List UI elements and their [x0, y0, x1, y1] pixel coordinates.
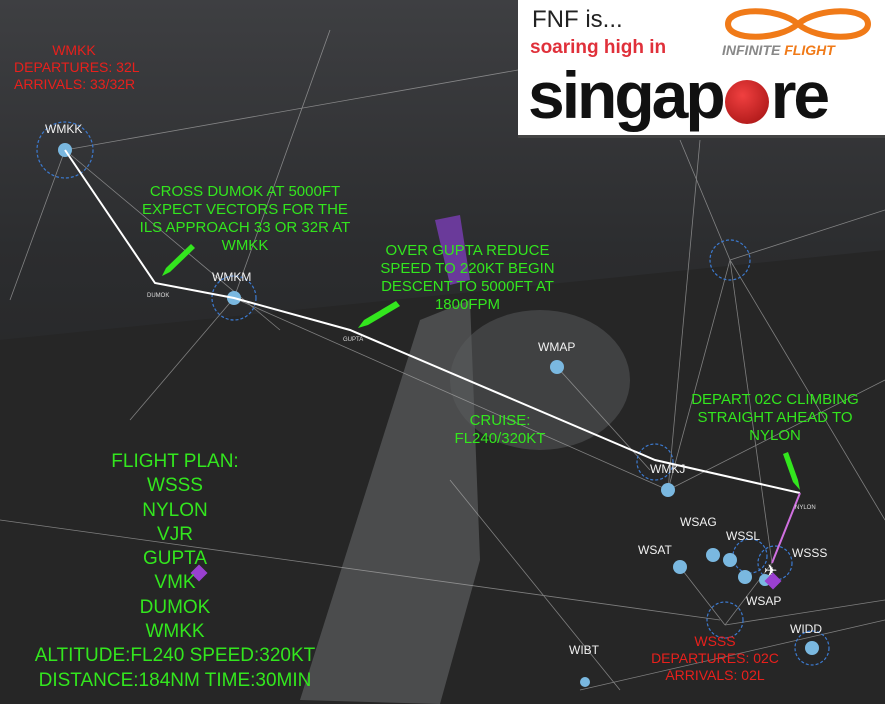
- wsss-info-code: WSSS: [694, 633, 736, 649]
- note-line: ILS APPROACH 33 OR 32R AT: [139, 219, 351, 236]
- flight-plan-waypoint: GUPTA: [142, 548, 208, 570]
- wmkk-arrivals: ARRIVALS: 33/32R: [14, 75, 136, 92]
- airplane-icon[interactable]: ✈: [764, 563, 777, 580]
- fix-label-nylon[interactable]: NYLON: [795, 505, 816, 511]
- route-line: [64, 149, 801, 494]
- fix-label-dumok[interactable]: DUMOK: [147, 293, 170, 299]
- airport-label-wmkm[interactable]: WMKM: [212, 270, 252, 284]
- aircraft-wing: [300, 300, 480, 704]
- waypoint-vmk-marker[interactable]: [190, 564, 208, 582]
- airport-label-wssl[interactable]: WSSL: [726, 529, 761, 543]
- flight-plan-waypoint: VJR: [157, 523, 193, 545]
- airport-label-wsat[interactable]: WSAT: [638, 543, 672, 557]
- airport-label-wsss[interactable]: WSSS: [792, 546, 828, 560]
- note-line: EXPECT VECTORS FOR THE: [142, 201, 348, 218]
- airport-label-wmkk[interactable]: WMKK: [45, 122, 83, 136]
- note-line: FL240/320KT: [454, 430, 546, 447]
- aircraft-position-marker[interactable]: [764, 572, 782, 590]
- aircraft-tail: [435, 215, 470, 285]
- airport-label-wsag[interactable]: WSAG: [680, 515, 717, 529]
- departure-leg: [771, 492, 801, 564]
- airport-label-wmkj[interactable]: WMKJ: [650, 462, 686, 476]
- note-cruise: CRUISE:FL240/320KT: [440, 412, 560, 448]
- flight-plan-waypoint: WMKK: [145, 621, 205, 643]
- note-line: 1800FPM: [434, 296, 501, 313]
- note-line: DESCENT TO 5000FT AT: [381, 278, 554, 295]
- flight-plan-altitude-speed: ALTITUDE:FL240 SPEED:320KT: [34, 645, 316, 667]
- fix-label-gupta[interactable]: GUPTA: [343, 337, 364, 343]
- note-line: OVER GUPTA REDUCE: [385, 242, 550, 259]
- banner-line1: FNF is...: [532, 6, 623, 33]
- note-line: DEPART 02C CLIMBING: [691, 391, 859, 408]
- wmkk-info-code: WMKK: [52, 42, 96, 58]
- wsss-info: WSSS DEPARTURES: 02C ARRIVALS: 02L: [630, 633, 800, 683]
- flight-plan-distance-time: DISTANCE:184NM TIME:30MIN: [38, 669, 312, 691]
- banner-singapore-left: singap: [528, 58, 726, 132]
- globe-icon: [724, 80, 769, 124]
- flight-plan-title: FLIGHT PLAN:: [111, 451, 239, 472]
- flight-plan-waypoint: VMK: [154, 572, 196, 594]
- note-line: NYLON: [749, 427, 801, 444]
- flight-plan-waypoint: WSSS: [147, 475, 203, 497]
- note-line: WMKK: [221, 237, 269, 254]
- flight-plan-waypoint: NYLON: [142, 499, 208, 521]
- note-arrows: [162, 244, 800, 490]
- note-line: STRAIGHT AHEAD TO: [697, 409, 853, 426]
- infinity-logo-icon: [724, 8, 872, 40]
- note-line: SPEED TO 220KT BEGIN: [380, 260, 555, 277]
- wmkk-info: WMKK DEPARTURES: 32L ARRIVALS: 33/32R: [14, 42, 140, 92]
- airport-label-widd[interactable]: WIDD: [790, 622, 822, 636]
- wsss-arrivals: ARRIVALS: 02L: [665, 666, 765, 683]
- infinite-flight-logo: INFINITE FLIGHT: [718, 2, 878, 62]
- flight-plan-waypoint: DUMOK: [139, 596, 211, 618]
- wmkk-departures: DEPARTURES: 32L: [14, 58, 140, 75]
- note-line: CRUISE:: [469, 412, 531, 429]
- aircraft-engine: [450, 310, 630, 450]
- banner-singapore-right: re: [770, 58, 830, 132]
- logo-text-infinite: INFINITE: [722, 42, 781, 58]
- airport-label-wsap[interactable]: WSAP: [746, 594, 782, 608]
- airport-label-wmap[interactable]: WMAP: [538, 340, 576, 354]
- note-line: CROSS DUMOK AT 5000FT: [149, 183, 341, 200]
- wsss-departures: DEPARTURES: 02C: [651, 649, 779, 666]
- flight-plan: FLIGHT PLAN: WSSS NYLON VJR GUPTA VMK DU…: [10, 450, 340, 693]
- banner-line2: soaring high in: [530, 37, 667, 58]
- airspace-lines: [0, 29, 885, 691]
- airport-label-wibt[interactable]: WIBT: [569, 643, 599, 657]
- logo-text-flight: FLIGHT: [784, 42, 835, 58]
